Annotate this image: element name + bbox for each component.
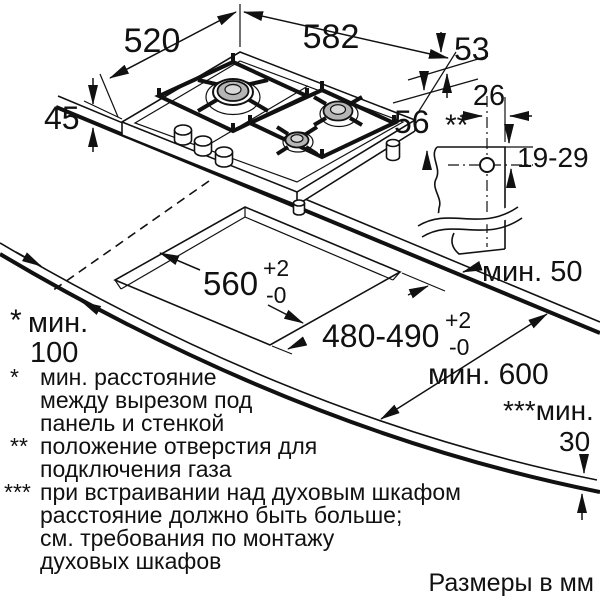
min-side-marker: * xyxy=(10,304,22,337)
dim-45: 45 xyxy=(44,78,98,152)
dim-cutout-depth: 480-490 +2 -0 xyxy=(271,272,471,360)
dim-45-label: 45 xyxy=(44,100,80,136)
dim-53: 53 xyxy=(407,31,490,98)
footnote-3-line-1: при встраивании над духовым шкафом xyxy=(40,479,461,505)
footnote-1-marker: * xyxy=(10,364,19,390)
footnote-2-marker: ** xyxy=(10,433,28,459)
dim-520-label: 520 xyxy=(124,22,181,60)
gas-inlet-hole xyxy=(479,157,495,173)
footnote-1-line-1: мин. расстояние xyxy=(40,364,217,390)
dim-520: 520 xyxy=(99,4,241,118)
units-note: Размеры в мм xyxy=(429,569,594,597)
dim-min-side-clearance: * мин. 100 xyxy=(10,251,103,369)
cutout-depth-label: 480-490 xyxy=(322,318,439,354)
burner-small xyxy=(282,131,314,153)
hob-feet xyxy=(292,138,401,216)
footnote-2-line-1: положение отверстия для xyxy=(40,433,317,459)
dim-min-thickness: ***мин. 30 xyxy=(503,395,594,520)
cutout-width-tol-minus: -0 xyxy=(266,282,286,308)
dim-19-29-label: 19-29 xyxy=(517,142,589,173)
dim-53-label: 53 xyxy=(454,31,490,67)
control-knobs xyxy=(173,124,234,168)
cutout-width-tol-plus: +2 xyxy=(263,255,289,281)
dim-582-label: 582 xyxy=(303,18,360,56)
dim-19-29: 19-29 xyxy=(504,124,589,188)
hob-drawing xyxy=(83,51,417,216)
gas-connection-detail: 26 19-29 xyxy=(416,80,589,255)
min-side-label-1: мин. xyxy=(28,307,88,339)
footnote-3-line-2: расстояние должно быть больше; xyxy=(40,502,402,528)
burner-medium xyxy=(319,100,359,128)
dim-min-back-clearance: мин. 50 xyxy=(462,256,583,288)
dim-26: 26 xyxy=(460,80,532,142)
dim-26-label: 26 xyxy=(473,80,505,112)
projection-dashed-line xyxy=(51,180,210,292)
burner-large xyxy=(205,78,261,116)
min-thickness-label-2: 30 xyxy=(559,426,590,457)
footnote-3-marker: *** xyxy=(4,479,31,505)
dim-582: 582 xyxy=(243,11,457,112)
footnote-1-line-3: панель и стенкой xyxy=(40,410,224,436)
pan-support-right xyxy=(245,81,399,160)
min-worktop-depth-label: мин. 600 xyxy=(428,358,549,391)
dim-min-worktop-depth: мин. 600 xyxy=(380,313,549,420)
min-side-label-2: 100 xyxy=(30,337,78,369)
footnote-3-line-3: см. требования по монтажу xyxy=(40,525,335,551)
dim-56-note-marker: ** xyxy=(445,109,469,142)
cutout-depth-tol-plus: +2 xyxy=(445,307,471,333)
footnotes: * мин. расстояние между вырезом под пане… xyxy=(4,364,461,574)
min-back-clearance-label: мин. 50 xyxy=(482,256,583,288)
dim-56: 56 ** xyxy=(392,71,479,170)
footnote-3-line-4: духовых шкафов xyxy=(40,548,221,574)
footnote-1-line-2: между вырезом под xyxy=(40,387,253,413)
cutout-depth-tol-minus: -0 xyxy=(449,334,469,360)
dim-cutout-width: 560 +2 -0 xyxy=(159,252,304,324)
min-thickness-label-1: ***мин. xyxy=(503,395,594,426)
footnote-2-line-2: подключения газа xyxy=(40,456,232,482)
dim-56-label: 56 xyxy=(394,104,430,140)
cutout-width-label: 560 xyxy=(203,265,258,302)
